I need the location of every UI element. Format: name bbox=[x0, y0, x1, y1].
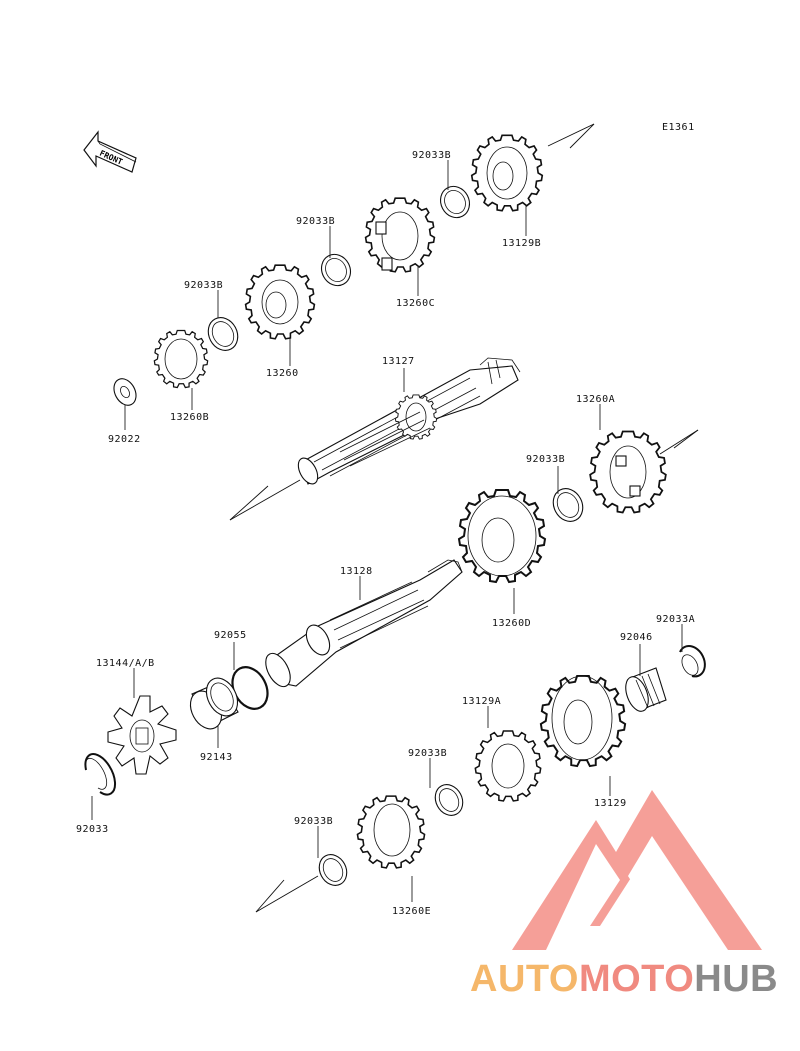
snap-ring-92033B-1 bbox=[439, 185, 471, 219]
gear-13260B bbox=[153, 329, 209, 389]
gear-13129 bbox=[539, 674, 627, 768]
collar-92143 bbox=[189, 677, 239, 730]
snap-ring-92033B-3 bbox=[207, 317, 239, 351]
shaft-13128 bbox=[265, 559, 463, 688]
gear-13260D bbox=[457, 488, 547, 584]
label-92033B-5: 92033B bbox=[408, 748, 447, 759]
watermark-text: AUTOMOTOHUB bbox=[470, 958, 800, 1006]
shaft-13127 bbox=[297, 357, 521, 485]
label-92055: 92055 bbox=[214, 630, 247, 641]
label-92033B-6: 92033B bbox=[294, 816, 333, 827]
watermark-part-hub: HUB bbox=[694, 958, 779, 1000]
label-92046: 92046 bbox=[620, 632, 653, 643]
snap-ring-92033B-6 bbox=[318, 854, 348, 886]
label-13129A: 13129A bbox=[462, 696, 501, 707]
gear-13129B bbox=[470, 134, 544, 212]
label-13260E: 13260E bbox=[392, 906, 431, 917]
diagram-code: E1361 bbox=[662, 122, 695, 133]
gear-13129A bbox=[474, 730, 542, 802]
label-13260C: 13260C bbox=[396, 298, 435, 309]
label-92033B-2: 92033B bbox=[296, 216, 335, 227]
label-13128: 13128 bbox=[340, 566, 373, 577]
label-92033B-4: 92033B bbox=[526, 454, 565, 465]
snap-ring-92033B-2 bbox=[320, 253, 352, 287]
label-13260: 13260 bbox=[266, 368, 299, 379]
label-92143: 92143 bbox=[200, 752, 233, 763]
label-13129B: 13129B bbox=[502, 238, 541, 249]
label-13260A: 13260A bbox=[576, 394, 615, 405]
sprocket-13144 bbox=[107, 695, 177, 775]
gear-13260C bbox=[364, 197, 436, 273]
label-13260D: 13260D bbox=[492, 618, 531, 629]
leader-lines bbox=[91, 160, 683, 902]
snap-ring-92033A bbox=[679, 645, 706, 678]
gear-13260A bbox=[589, 430, 667, 514]
needle-bearing-92046 bbox=[625, 667, 667, 712]
snap-ring-92033B-4 bbox=[552, 488, 584, 522]
gear-13260 bbox=[244, 264, 316, 340]
label-13129: 13129 bbox=[594, 798, 627, 809]
label-92033B-1: 92033B bbox=[412, 150, 451, 161]
label-92033A: 92033A bbox=[656, 614, 695, 625]
label-13127: 13127 bbox=[382, 356, 415, 367]
label-92022: 92022 bbox=[108, 434, 141, 445]
gear-13260E bbox=[356, 795, 426, 869]
label-92033B-3: 92033B bbox=[184, 280, 223, 291]
watermark-part-moto: MOTO bbox=[578, 958, 695, 1000]
washer-92022 bbox=[113, 378, 137, 406]
label-92033: 92033 bbox=[76, 824, 109, 835]
label-13260B: 13260B bbox=[170, 412, 209, 423]
watermark-part-auto: AUTO bbox=[470, 958, 579, 1000]
circlip-92033 bbox=[84, 753, 117, 796]
label-13144: 13144/A/B bbox=[96, 658, 155, 669]
snap-ring-92033B-5 bbox=[434, 784, 464, 816]
watermark-logo-icon bbox=[512, 790, 762, 950]
front-arrow-icon: FRONT bbox=[83, 130, 137, 173]
